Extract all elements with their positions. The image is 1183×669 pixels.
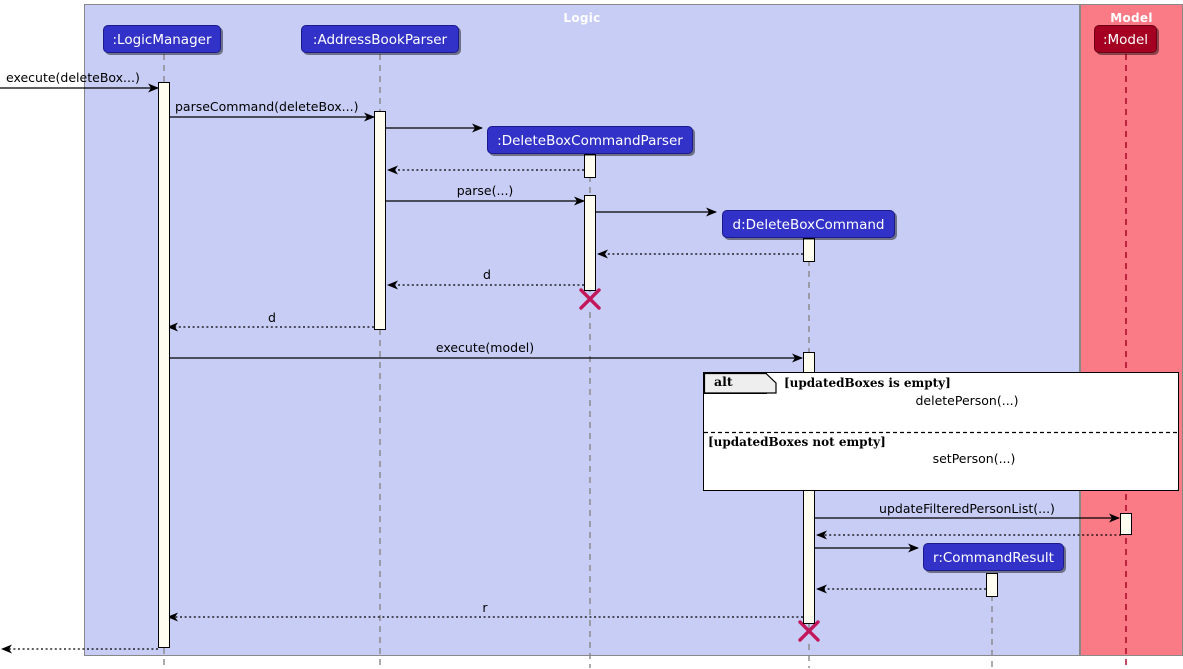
destroy-x-delete-box-command-b — [798, 620, 820, 642]
package-model: Model — [1080, 4, 1183, 656]
activation-delete-box-command-parser-create — [584, 154, 596, 178]
activation-logic-manager — [158, 82, 170, 648]
alt-fragment-lines — [704, 373, 1180, 434]
package-model-title: Model — [1110, 11, 1153, 25]
message-label-return-r: r — [482, 600, 488, 615]
alt-fragment: alt [updatedBoxes is empty] [updatedBoxe… — [703, 372, 1180, 491]
message-label-set-person: setPerson(...) — [932, 451, 1016, 466]
activation-model-update-list — [1120, 513, 1132, 535]
participant-model[interactable]: :Model — [1094, 25, 1157, 53]
message-label-return-d-to-parser: d — [483, 267, 491, 282]
message-label-parse-command: parseCommand(deleteBox...) — [175, 99, 359, 114]
package-logic-title: Logic — [563, 11, 601, 25]
participant-logic-manager[interactable]: :LogicManager — [103, 25, 221, 53]
activation-command-result-create — [986, 573, 998, 597]
message-label-execute-deletebox: execute(deleteBox...) — [6, 70, 140, 85]
alt-operator-label: alt — [714, 374, 733, 389]
activation-address-book-parser — [374, 111, 386, 330]
participant-delete-box-command-parser[interactable]: :DeleteBoxCommandParser — [487, 126, 693, 154]
activation-delete-box-command-parser-parse — [584, 195, 596, 291]
message-label-delete-person: deletePerson(...) — [915, 393, 1019, 408]
message-label-execute-model: execute(model) — [435, 340, 535, 355]
participant-command-result[interactable]: r:CommandResult — [923, 543, 1064, 571]
destroy-x-delete-box-command-parser-b — [579, 288, 601, 310]
participant-address-book-parser[interactable]: :AddressBookParser — [301, 25, 459, 53]
activation-delete-box-command-create — [803, 238, 815, 262]
message-label-update-filtered-person-list: updateFilteredPersonList(...) — [879, 501, 1055, 516]
alt-guard-1: [updatedBoxes is empty] — [784, 376, 951, 390]
alt-guard-2: [updatedBoxes not empty] — [708, 435, 886, 449]
message-label-return-d-to-logic-manager: d — [268, 310, 276, 325]
participant-delete-box-command[interactable]: d:DeleteBoxCommand — [722, 210, 895, 238]
message-label-parse: parse(...) — [456, 183, 514, 198]
